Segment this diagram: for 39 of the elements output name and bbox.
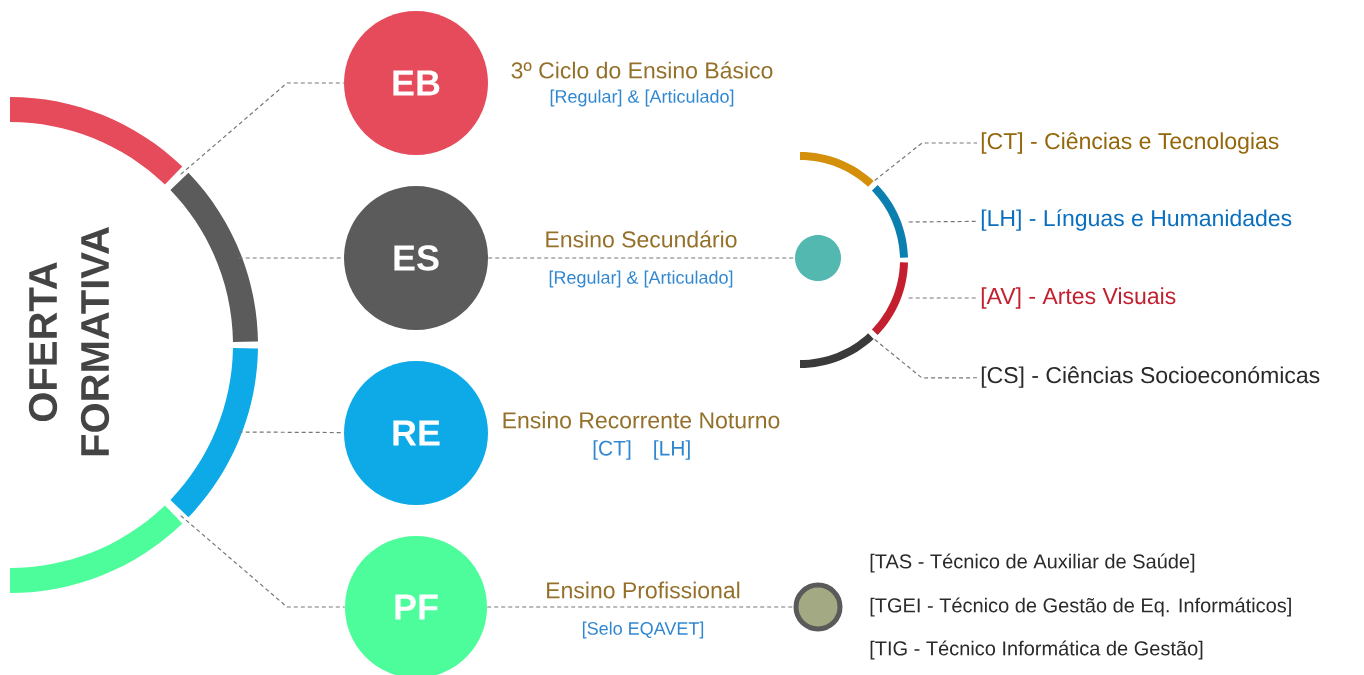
arc-segment bbox=[800, 152, 874, 187]
circle-badge: EB bbox=[344, 11, 488, 155]
leader-line bbox=[238, 431, 345, 434]
circle-badge: RE bbox=[344, 361, 488, 505]
caption-text: [Selo EQAVET] bbox=[582, 621, 704, 639]
arc-segment bbox=[871, 185, 908, 258]
arc-segment bbox=[800, 333, 874, 368]
caption-text: Ensino Profissional bbox=[547, 581, 740, 599]
caption-text: [LH] bbox=[654, 440, 690, 460]
caption-text: [Regular] & [Articulado] bbox=[549, 270, 733, 288]
arc-segment bbox=[10, 505, 183, 593]
leader-line bbox=[238, 257, 345, 259]
course-label: [CT] - Ciências e Tecnologias bbox=[981, 132, 1279, 154]
course-label: [LH] - Línguas e Humanidades bbox=[981, 209, 1292, 231]
course-label: [AV] - Artes Visuais bbox=[981, 287, 1176, 309]
arc-segment bbox=[170, 172, 258, 342]
leader-line bbox=[874, 338, 978, 379]
caption-text: [CT] bbox=[593, 440, 631, 460]
leader-line bbox=[874, 142, 978, 182]
arc-segment bbox=[871, 262, 908, 335]
course-label: [CS] - Ciências Socioeconómicas bbox=[981, 366, 1320, 388]
leader-line bbox=[908, 220, 978, 223]
dot bbox=[793, 582, 843, 632]
arc-segment bbox=[10, 97, 183, 185]
caption-text: [TAS - Técnico de Auxiliar de Saúde] bbox=[870, 553, 1195, 573]
circle-badge: PF bbox=[345, 536, 487, 675]
arc-segment bbox=[170, 348, 258, 518]
title: OFERTA FORMATIVA bbox=[28, 227, 110, 456]
leader-line bbox=[180, 82, 345, 175]
circle-badge: ES bbox=[344, 186, 488, 330]
caption-text: [Regular] & [Articulado] bbox=[550, 89, 734, 107]
leader-line bbox=[908, 297, 978, 299]
caption-text: 3º Ciclo do Ensino Básico bbox=[511, 61, 773, 79]
caption-text: [TGEI - Técnico de Gestão de Eq. Informáticos] bbox=[870, 597, 1291, 617]
caption-text: Ensino Secundário bbox=[546, 230, 737, 248]
caption-text: [TIG - Técnico Informática de Gestão] bbox=[870, 640, 1203, 660]
dot bbox=[795, 235, 841, 281]
caption-text: Ensino Recorrente Noturno bbox=[503, 411, 780, 429]
leader-line bbox=[180, 515, 346, 608]
